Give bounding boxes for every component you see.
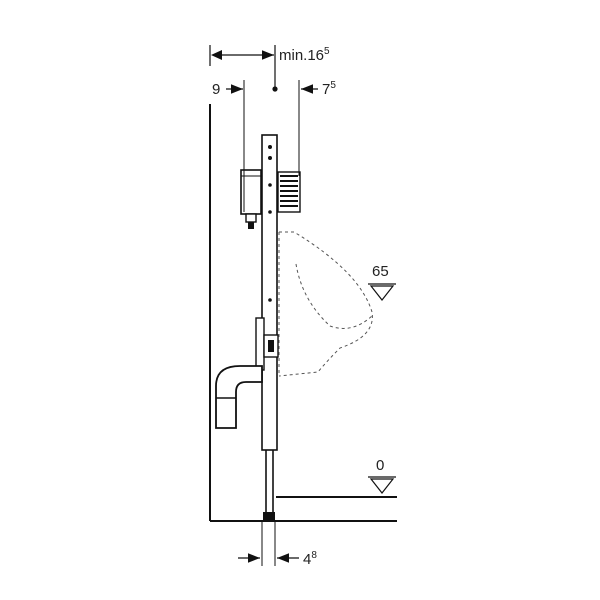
axis-dot <box>272 86 278 92</box>
level-marker-65: 65 <box>368 263 396 301</box>
level-marker-0: 0 <box>368 457 396 494</box>
wall <box>209 104 397 522</box>
drain-elbow <box>215 365 263 429</box>
urinal-height-label: 65 <box>372 263 389 280</box>
frame-post <box>261 134 278 520</box>
dimension-left-offset: 9 <box>212 80 245 212</box>
urinal-outline <box>278 231 373 377</box>
left-offset-label: 9 <box>212 81 220 98</box>
mid-bracket <box>255 317 279 371</box>
min-depth-label: min.165 <box>279 46 330 64</box>
dimension-min-depth: min.165 <box>209 45 330 88</box>
dimension-bottom-width: 48 <box>238 522 317 568</box>
floor-level-label: 0 <box>376 457 384 474</box>
dimension-right-offset: 75 <box>298 80 336 176</box>
supply-grille <box>277 171 301 213</box>
bottom-width-label: 48 <box>303 550 317 568</box>
right-offset-label: 75 <box>322 80 336 98</box>
